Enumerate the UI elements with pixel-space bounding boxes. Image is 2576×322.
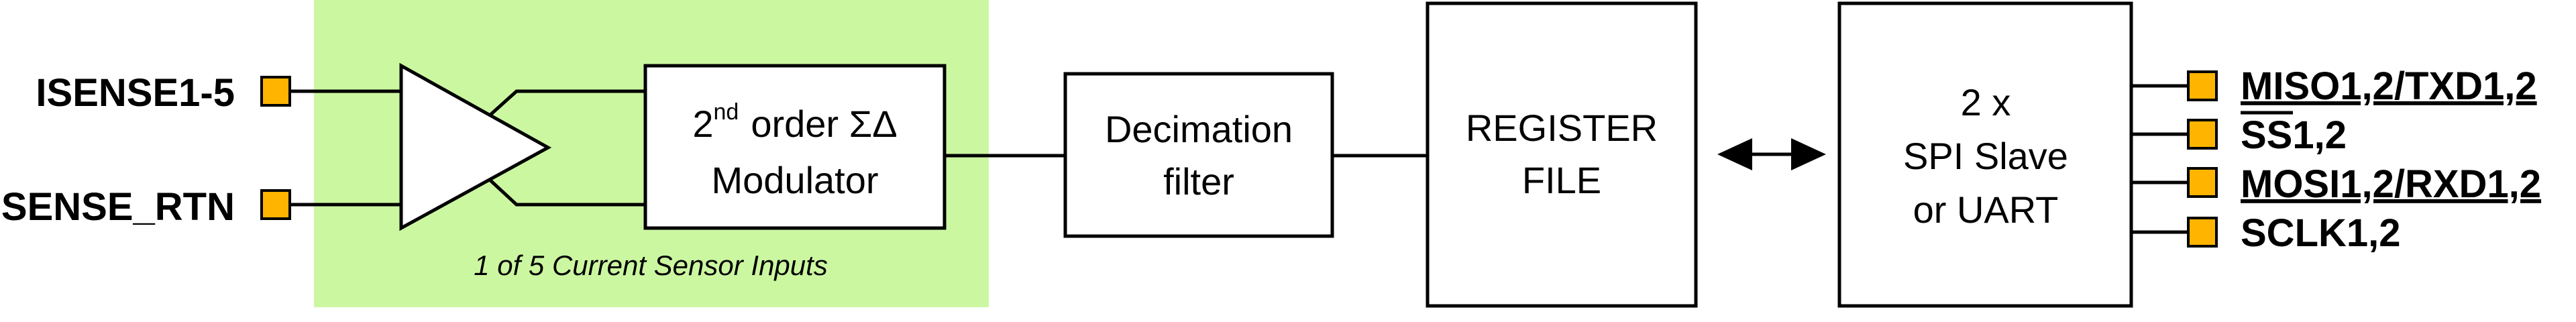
sensor-caption: 1 of 5 Current Sensor Inputs [474,250,828,281]
arrow-right-head [1791,138,1826,170]
miso-label: MISO1,2/TXD1,2 [2241,64,2537,108]
spi-line2: SPI Slave [1903,135,2068,177]
isense-pin [260,76,291,107]
arrow-left-head [1717,138,1752,170]
miso-pin [2187,70,2218,101]
modulator-order-text: order ΣΔ [751,103,897,145]
mosi-pin [2187,167,2218,198]
modulator-order-number: 2 [692,103,713,145]
sclk-label: SCLK1,2 [2241,211,2401,255]
isense-rtn-label: ISENSE_RTN [0,185,235,229]
spi-line3: or UART [1913,189,2059,231]
amp-out-top-wire [488,89,645,117]
register-line2: FILE [1522,159,1601,201]
mosi-label: MOSI1,2/RXD1,2 [2241,162,2541,206]
modulator-block [643,64,947,230]
modulator-order-superscript: nd [714,99,739,125]
modulator-label: Modulator [711,159,878,201]
spi-line1: 2 x [1961,81,2011,123]
register-line1: REGISTER [1466,107,1658,149]
ss-label: SS1,2 [2241,113,2347,157]
sclk-pin [2187,217,2218,248]
isense-label: ISENSE1-5 [36,71,235,115]
isense-rtn-pin [260,189,291,220]
spi-slave-block [1837,1,2133,308]
ss-pin [2187,119,2218,150]
decimation-line2: filter [1163,160,1234,203]
amplifier-triangle [399,62,552,231]
register-file-block [1426,1,1698,308]
modulator-title: 2nd order ΣΔ [692,99,897,145]
decimation-line1: Decimation [1105,108,1293,150]
decimation-filter-block [1063,72,1334,238]
amp-out-bottom-wire [488,178,645,207]
